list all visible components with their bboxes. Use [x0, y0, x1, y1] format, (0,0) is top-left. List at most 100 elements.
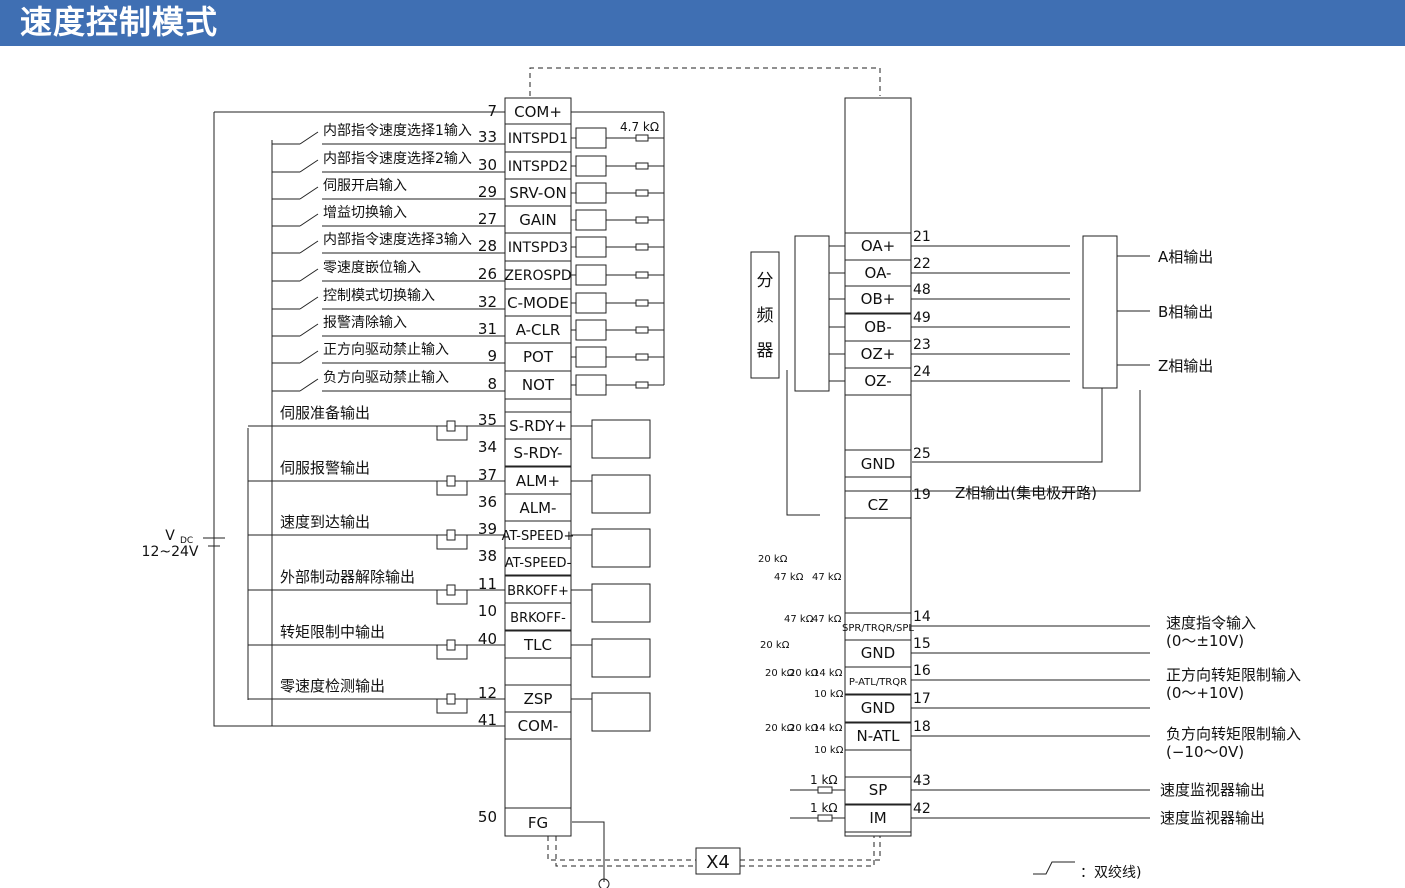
pin-number: 17 [913, 691, 931, 707]
input-label: 增益切换输入 [323, 204, 407, 221]
resistor [635, 381, 649, 389]
pin-name-com+: COM+ [514, 103, 562, 121]
divider-char: 分 [757, 271, 774, 291]
pin-name-oa+: OA+ [861, 237, 895, 255]
pin-name-zsp: ZSP [524, 690, 553, 708]
pin-number: 15 [913, 636, 931, 652]
input-optocoupler [575, 319, 607, 341]
divider-char: 频 [757, 306, 774, 326]
output-relay [446, 475, 456, 487]
resistor-label-14k: 14 kΩ [813, 668, 843, 679]
pin-number: 49 [913, 310, 931, 326]
analog-input-range: (−10～0V) [1166, 743, 1244, 761]
pin-name-pot: POT [523, 348, 554, 366]
resistor [635, 326, 649, 334]
input-optocoupler [575, 155, 607, 177]
pin-cell-ob- [844, 313, 912, 342]
resistor-label-20k: 20 kΩ [760, 640, 790, 651]
resistor [635, 299, 649, 307]
pin-cell-s-rdy+ [504, 411, 572, 440]
output-label: 伺服准备输出 [280, 404, 370, 422]
input-optocoupler [575, 264, 607, 286]
pin-number: 16 [913, 663, 931, 679]
vdc-label: V [165, 528, 175, 544]
pin-name-srv-on: SRV-ON [509, 184, 566, 202]
pin-number: 23 [913, 337, 931, 353]
pin-cell-brkoff- [504, 602, 572, 631]
output-label: 速度到达输出 [280, 513, 370, 531]
input-label: 控制模式切换输入 [323, 287, 435, 304]
pin-name-intspd2: INTSPD2 [508, 159, 568, 175]
pin-number: 22 [913, 256, 931, 272]
x4-connector-box [695, 847, 741, 875]
phase-output-label: Z相输出 [1158, 357, 1213, 375]
input-label: 负方向驱动禁止输入 [323, 370, 449, 386]
pin-number: 37 [478, 466, 497, 484]
output-label: 转矩限制中输出 [280, 623, 385, 641]
resistor-label-20k: 20 kΩ [765, 723, 795, 734]
resistor [635, 243, 649, 251]
pin-name-zerospd: ZEROSPD [504, 268, 571, 284]
analog-input-range: (0～+10V) [1166, 684, 1244, 702]
resistor-label-20k: 20 kΩ [789, 668, 819, 679]
input-label: 零速度嵌位输入 [323, 260, 421, 276]
pin-name-at-speed+: AT-SPEED+ [502, 529, 575, 544]
pin-name: GND [861, 644, 895, 662]
pin-name-s-rdy-: S-RDY- [514, 444, 563, 462]
resistor [635, 189, 649, 197]
cz-output-label: Z相输出(集电极开路) [955, 484, 1097, 502]
pin-cell-gnd25 [844, 449, 912, 478]
input-optocoupler [575, 209, 607, 231]
monitor-output-label: 速度监视器输出 [1160, 781, 1265, 799]
pin-cell-sp [844, 776, 912, 805]
phase-output-label: B相输出 [1158, 303, 1213, 321]
resistor-label-20k: 20 kΩ [765, 668, 795, 679]
input-label: 伺服开启输入 [323, 178, 407, 194]
output-relay [446, 420, 456, 432]
resistor-label-1k: 1 kΩ [810, 801, 838, 815]
pin-cell-s-rdy- [504, 438, 572, 467]
pin-cell-pot [504, 342, 572, 372]
pin-number: 42 [913, 801, 931, 817]
pin-cell-brkoff+ [504, 575, 572, 604]
pin-name-oz-: OZ- [864, 372, 891, 390]
pin-number: 39 [478, 520, 497, 538]
phase-output-label: A相输出 [1158, 248, 1213, 266]
pin-number: 12 [478, 684, 497, 702]
pin-cell-tlc [504, 630, 572, 659]
input-label: 内部指令速度选择3输入 [323, 232, 472, 248]
pin-cell-c-mode [504, 288, 572, 318]
resistor-label-47k: 47 kΩ [812, 572, 842, 583]
pin-cell-p-atl-trqr [844, 666, 912, 695]
pin-number: 43 [913, 773, 931, 789]
pin-name-alm+: ALM+ [516, 472, 560, 490]
analog-input-label: 速度指令输入 [1166, 614, 1256, 632]
resistor [635, 271, 649, 279]
x4-label: X4 [706, 852, 730, 873]
analog-input-label: 负方向转矩限制输入 [1166, 725, 1301, 743]
pin-number: 30 [478, 156, 497, 174]
title-bar: 速度控制模式 [0, 0, 1405, 46]
pin-name-sp: SP [869, 781, 888, 799]
monitor-output-label: 速度监视器输出 [1160, 809, 1265, 827]
frequency-divider [750, 251, 780, 379]
pin-name-brkoff-: BRKOFF- [510, 611, 566, 626]
pin-name: N-ATL [857, 727, 901, 745]
resistor [817, 786, 833, 794]
pin-cell-oa+ [844, 232, 912, 261]
pin-cell-ob+ [844, 285, 912, 314]
input-optocoupler [575, 236, 607, 258]
pin-cell-n-atl [844, 722, 912, 751]
pin-number: 7 [487, 102, 497, 120]
analog-input-range: (0～±10V) [1166, 632, 1244, 650]
resistor-label-47k: 47 kΩ [784, 614, 814, 625]
divider-char: 器 [757, 341, 774, 361]
input-label: 内部指令速度选择2输入 [323, 151, 472, 167]
input-optocoupler [575, 292, 607, 314]
output-phototransistor [591, 474, 651, 514]
input-optocoupler [575, 346, 607, 368]
pin-cell-im [844, 804, 912, 833]
pin-cell-oz- [844, 367, 912, 396]
input-label: 报警清除输入 [323, 315, 407, 331]
resistor-label-4k7: 4.7 kΩ [620, 120, 659, 134]
